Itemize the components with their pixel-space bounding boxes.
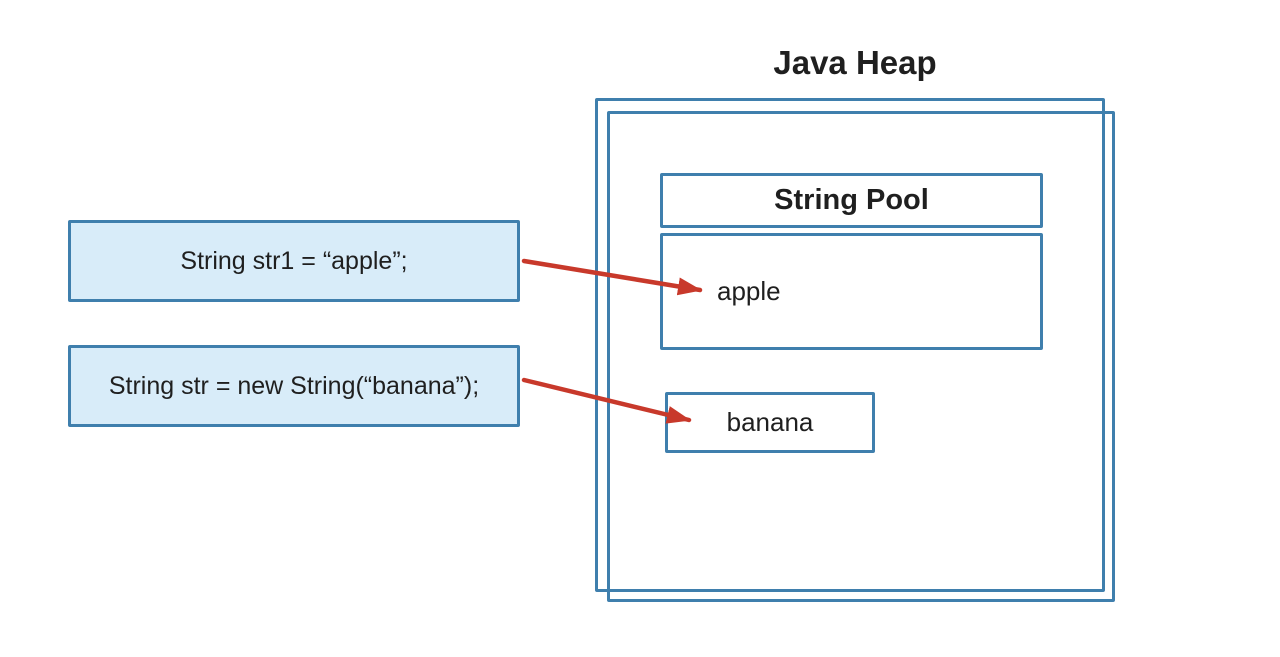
- heap-object-banana-box: banana: [665, 392, 875, 453]
- code-statement-str-box: String str = new String(“banana”);: [68, 345, 520, 427]
- code-statement-str1-text: String str1 = “apple”;: [180, 246, 408, 275]
- string-pool-header: String Pool: [660, 173, 1043, 228]
- string-pool-label: String Pool: [774, 184, 929, 216]
- string-pool-body: apple: [660, 233, 1043, 350]
- code-statement-str1-box: String str1 = “apple”;: [68, 220, 520, 302]
- heap-object-banana-label: banana: [726, 407, 814, 437]
- java-heap-inner-border: [607, 111, 1115, 602]
- java-heap-outer-border: [595, 98, 1105, 592]
- java-heap-title: Java Heap: [773, 44, 937, 81]
- string-pool-item-apple: apple: [717, 276, 781, 306]
- code-statement-str-text: String str = new String(“banana”);: [108, 371, 480, 400]
